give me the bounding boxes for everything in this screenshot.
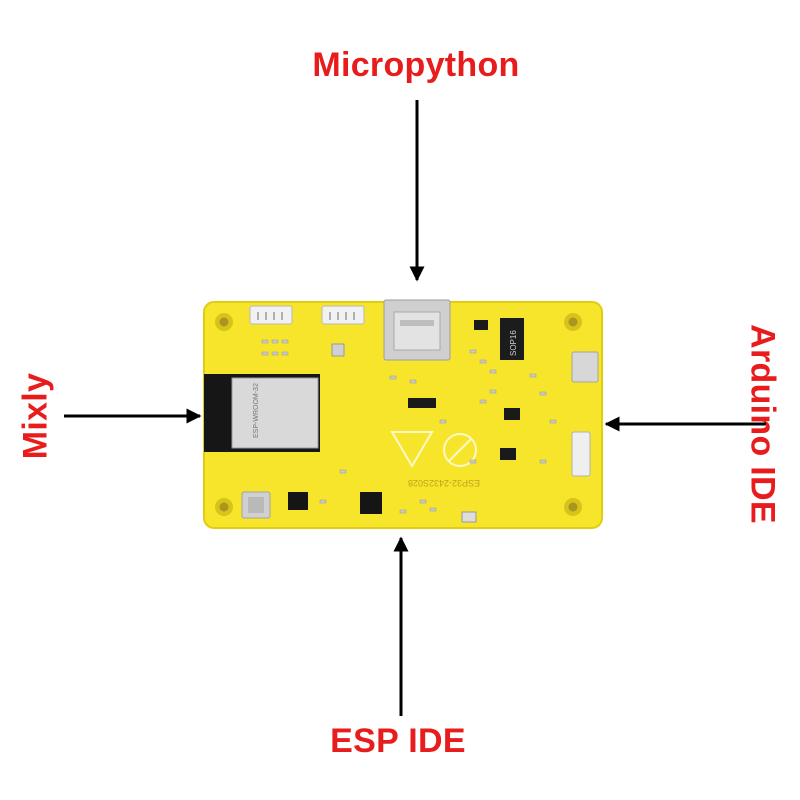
ic-center: [360, 492, 382, 514]
ic-b: [504, 408, 520, 420]
esp32-board: ESP-WROOM-32 SOP16 ESP32-2432S02: [203, 299, 603, 529]
esp-ide-label: ESP IDE: [330, 722, 466, 760]
connector-1: [249, 305, 293, 325]
model-text: ESP32-2432S028: [408, 478, 480, 488]
usb-port: [571, 351, 599, 383]
ic-a: [474, 320, 488, 330]
side-connector: [571, 431, 591, 477]
warning-symbol: [390, 431, 434, 468]
module-text: ESP-WROOM-32: [253, 383, 260, 438]
esp32-module: ESP-WROOM-32: [204, 374, 320, 452]
button-switch: [241, 491, 271, 519]
chip-text: SOP16: [509, 330, 518, 356]
no-symbol: [443, 433, 477, 467]
ic-d: [408, 398, 436, 408]
rgb-led: [331, 343, 345, 357]
light-sensor: [461, 511, 477, 523]
connector-2: [321, 305, 365, 325]
sop16-chip: SOP16: [500, 318, 524, 360]
sd-card-slot: [383, 299, 451, 361]
micropython-label: Micropython: [312, 46, 520, 84]
ic-c: [500, 448, 516, 460]
ic-left: [288, 492, 308, 510]
mounting-holes: [215, 313, 582, 516]
